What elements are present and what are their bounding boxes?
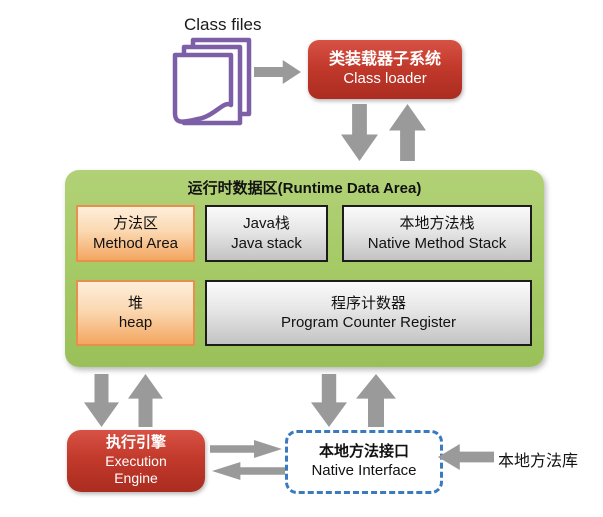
class-files-document-stack-icon: [168, 37, 253, 132]
native-method-stack-box: 本地方法栈 Native Method Stack: [342, 205, 532, 262]
class-loader-label-zh: 类装载器子系统: [328, 51, 441, 69]
program-counter-label-zh: 程序计数器: [330, 294, 406, 312]
method-area-label-en: Method Area: [92, 234, 179, 252]
runtime-data-area-title: 运行时数据区(Runtime Data Area): [187, 180, 422, 197]
arrow-right-icon: [210, 440, 282, 458]
native-interface-label-zh: 本地方法接口: [318, 443, 409, 461]
heap-label-en: heap: [118, 314, 153, 331]
java-stack-label-en: Java stack: [231, 234, 302, 252]
java-stack-label-zh: Java栈: [243, 215, 290, 232]
execution-engine-label-en2: Engine: [114, 470, 158, 487]
arrow-down-icon: [84, 374, 119, 427]
java-stack-box: Java栈 Java stack: [205, 205, 328, 262]
arrow-up-icon: [128, 374, 163, 427]
class-files-label: Class files: [184, 15, 262, 34]
execution-engine-label-zh: 执行引擎: [105, 434, 166, 452]
arrow-up-icon: [389, 104, 426, 161]
heap-box: 堆 heap: [76, 280, 195, 346]
program-counter-label-en: Program Counter Register: [280, 314, 457, 331]
method-area-box: 方法区 Method Area: [76, 205, 195, 262]
arrow-down-icon: [311, 374, 347, 427]
class-loader-label-en: Class loader: [343, 70, 427, 88]
runtime-data-area-panel: 运行时数据区(Runtime Data Area) 方法区 Method Are…: [65, 170, 544, 367]
arrow-right-icon: [254, 60, 301, 84]
method-area-label-zh: 方法区: [112, 215, 158, 232]
native-library-label: 本地方法库: [498, 453, 579, 470]
execution-engine-label-en1: Execution: [105, 452, 167, 469]
native-method-stack-label-en: Native Method Stack: [367, 234, 507, 252]
class-loader-box: 类装载器子系统 Class loader: [308, 40, 462, 99]
arrow-up-icon: [356, 374, 396, 427]
arrow-left-icon: [212, 462, 285, 480]
arrow-left-icon: [438, 444, 494, 470]
execution-engine-box: 执行引擎 Execution Engine: [67, 430, 205, 492]
native-method-stack-label-zh: 本地方法栈: [399, 215, 475, 232]
arrow-down-icon: [341, 104, 378, 161]
native-interface-box: 本地方法接口 Native Interface: [285, 430, 443, 494]
heap-label-zh: 堆: [127, 294, 143, 312]
native-interface-label-en: Native Interface: [311, 462, 417, 479]
program-counter-box: 程序计数器 Program Counter Register: [205, 280, 532, 346]
